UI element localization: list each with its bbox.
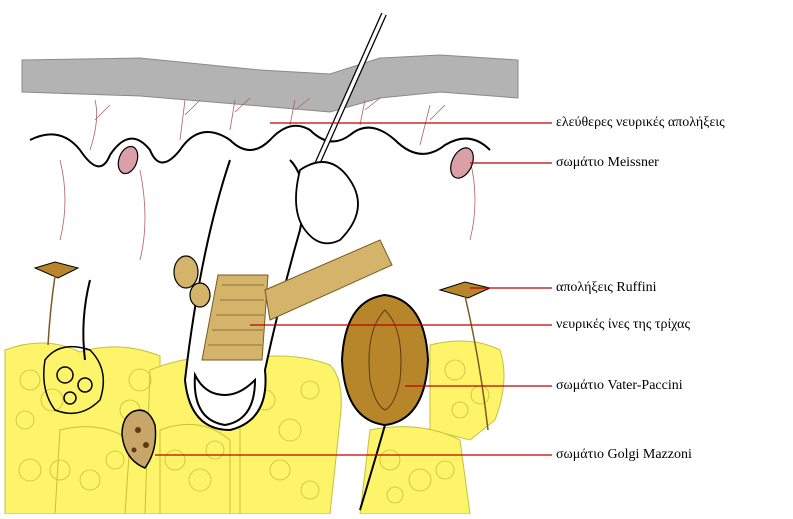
label-hair-nerve-fibers: νευρικές ίνες της τρίχας	[556, 317, 690, 333]
label-vater-paccini: σωμάτιο Vater-Paccini	[556, 378, 683, 394]
epidermis-layer	[22, 55, 518, 112]
ruffini-ending-left	[35, 262, 78, 345]
label-meissner-corpuscle: σωμάτιο Meissner	[556, 155, 659, 171]
label-golgi-mazzoni: σωμάτιο Golgi Mazzoni	[556, 447, 692, 463]
label-free-nerve-endings: ελεύθερες νευρικές απολήξεις	[556, 115, 725, 131]
label-ruffini-endings: απολήξεις Ruffini	[556, 280, 657, 296]
meissner-corpuscle-left	[115, 144, 141, 176]
sebaceous-gland	[296, 162, 358, 243]
